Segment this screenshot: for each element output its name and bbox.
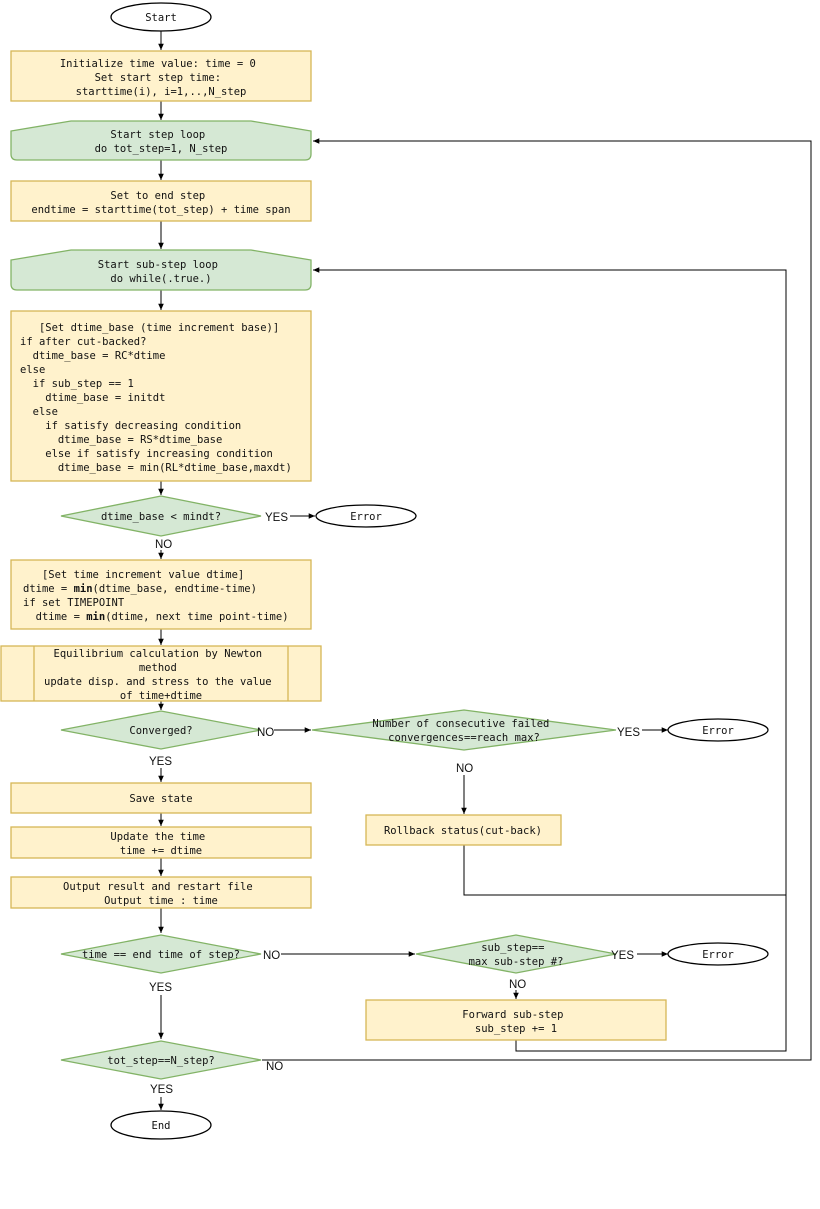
- output-process: Output result and restart file Output ti…: [10, 876, 312, 909]
- tot-step-text: tot_step==N_step?: [107, 1055, 214, 1067]
- set-end-process: Set to end step endtime = starttime(tot_…: [10, 180, 312, 222]
- error-terminal-1: Error: [315, 504, 417, 528]
- failed-check-decision: Number of consecutive failed convergence…: [311, 709, 617, 751]
- error2-label: Error: [702, 725, 734, 737]
- endtime-no-label: NO: [263, 950, 280, 962]
- set-dtime-process: [Set time increment value dtime] dtime =…: [0, 0, 320, 630]
- rollback-text: Rollback status(cut-back): [384, 825, 542, 837]
- save-state-process: Save state: [10, 782, 312, 814]
- end-terminal: End: [110, 1110, 212, 1140]
- set-dtime-text: [Set time increment value dtime] dtime =…: [0, 0, 320, 623]
- max-substep-text: sub_step== max sub-step #?: [469, 942, 564, 968]
- mindt-yes-label: YES: [265, 512, 288, 524]
- end-time-decision: time == end time of step?: [60, 934, 262, 974]
- connectors: [158, 31, 812, 1110]
- substep-loop-text: Start sub-step loop do while(.true.): [98, 259, 224, 285]
- init-process: Initialize time value: time = 0 Set star…: [10, 50, 312, 102]
- set-end-text: Set to end step endtime = starttime(tot_…: [31, 190, 290, 216]
- forward-substep-process: Forward sub-step sub_step += 1: [365, 999, 667, 1041]
- step-loop-text: Start step loop do tot_step=1, N_step: [95, 129, 228, 155]
- converged-decision: Converged?: [60, 710, 262, 750]
- error3-label: Error: [702, 949, 734, 961]
- failed-no-label: NO: [456, 763, 473, 775]
- start-terminal: Start: [110, 2, 212, 32]
- update-time-process: Update the time time += dtime: [10, 826, 312, 859]
- maxsub-no-label: NO: [509, 979, 526, 991]
- output-text: Output result and restart file Output ti…: [63, 881, 259, 907]
- mindt-text: dtime_base < mindt?: [101, 511, 221, 523]
- forward-text: Forward sub-step sub_step += 1: [462, 1009, 569, 1035]
- tot-step-decision: tot_step==N_step?: [60, 1040, 262, 1080]
- converged-yes-label: YES: [149, 756, 172, 768]
- end-time-text: time == end time of step?: [82, 949, 240, 961]
- converged-text: Converged?: [129, 725, 192, 737]
- step-loop-block: Start step loop do tot_step=1, N_step: [10, 120, 312, 161]
- start-label: Start: [145, 12, 177, 24]
- newton-text: Equilibrium calculation by Newton method…: [44, 648, 278, 702]
- update-time-text: Update the time time += dtime: [110, 831, 211, 857]
- rollback-process: Rollback status(cut-back): [365, 814, 562, 846]
- error-terminal-3: Error: [667, 942, 769, 966]
- init-text: Initialize time value: time = 0 Set star…: [60, 58, 262, 98]
- end-label: End: [152, 1120, 171, 1132]
- edge-forward-loop: [313, 267, 787, 1052]
- error1-label: Error: [350, 511, 382, 523]
- edge-totstep-loop: [262, 138, 812, 1061]
- save-state-text: Save state: [129, 793, 192, 805]
- endtime-yes-label: YES: [149, 982, 172, 994]
- converged-no-label: NO: [257, 727, 274, 739]
- dtime-base-text: [Set dtime_base (time increment base)] i…: [0, 0, 323, 474]
- edge-rollback-loop: [463, 845, 786, 896]
- max-substep-decision: sub_step== max sub-step #?: [415, 934, 617, 974]
- substep-loop-block: Start sub-step loop do while(.true.): [10, 249, 312, 291]
- totstep-no-label: NO: [266, 1061, 283, 1073]
- mindt-no-label: NO: [155, 539, 172, 551]
- mindt-decision: dtime_base < mindt?: [60, 495, 262, 537]
- failed-yes-label: YES: [617, 727, 640, 739]
- dtime-base-process: [Set dtime_base (time increment base)] i…: [0, 0, 323, 482]
- failed-check-text: Number of consecutive failed convergence…: [372, 718, 555, 744]
- maxsub-yes-label: YES: [611, 950, 634, 962]
- newton-subprocess: Equilibrium calculation by Newton method…: [0, 645, 322, 702]
- error-terminal-2: Error: [667, 718, 769, 742]
- totstep-yes-label: YES: [150, 1084, 173, 1096]
